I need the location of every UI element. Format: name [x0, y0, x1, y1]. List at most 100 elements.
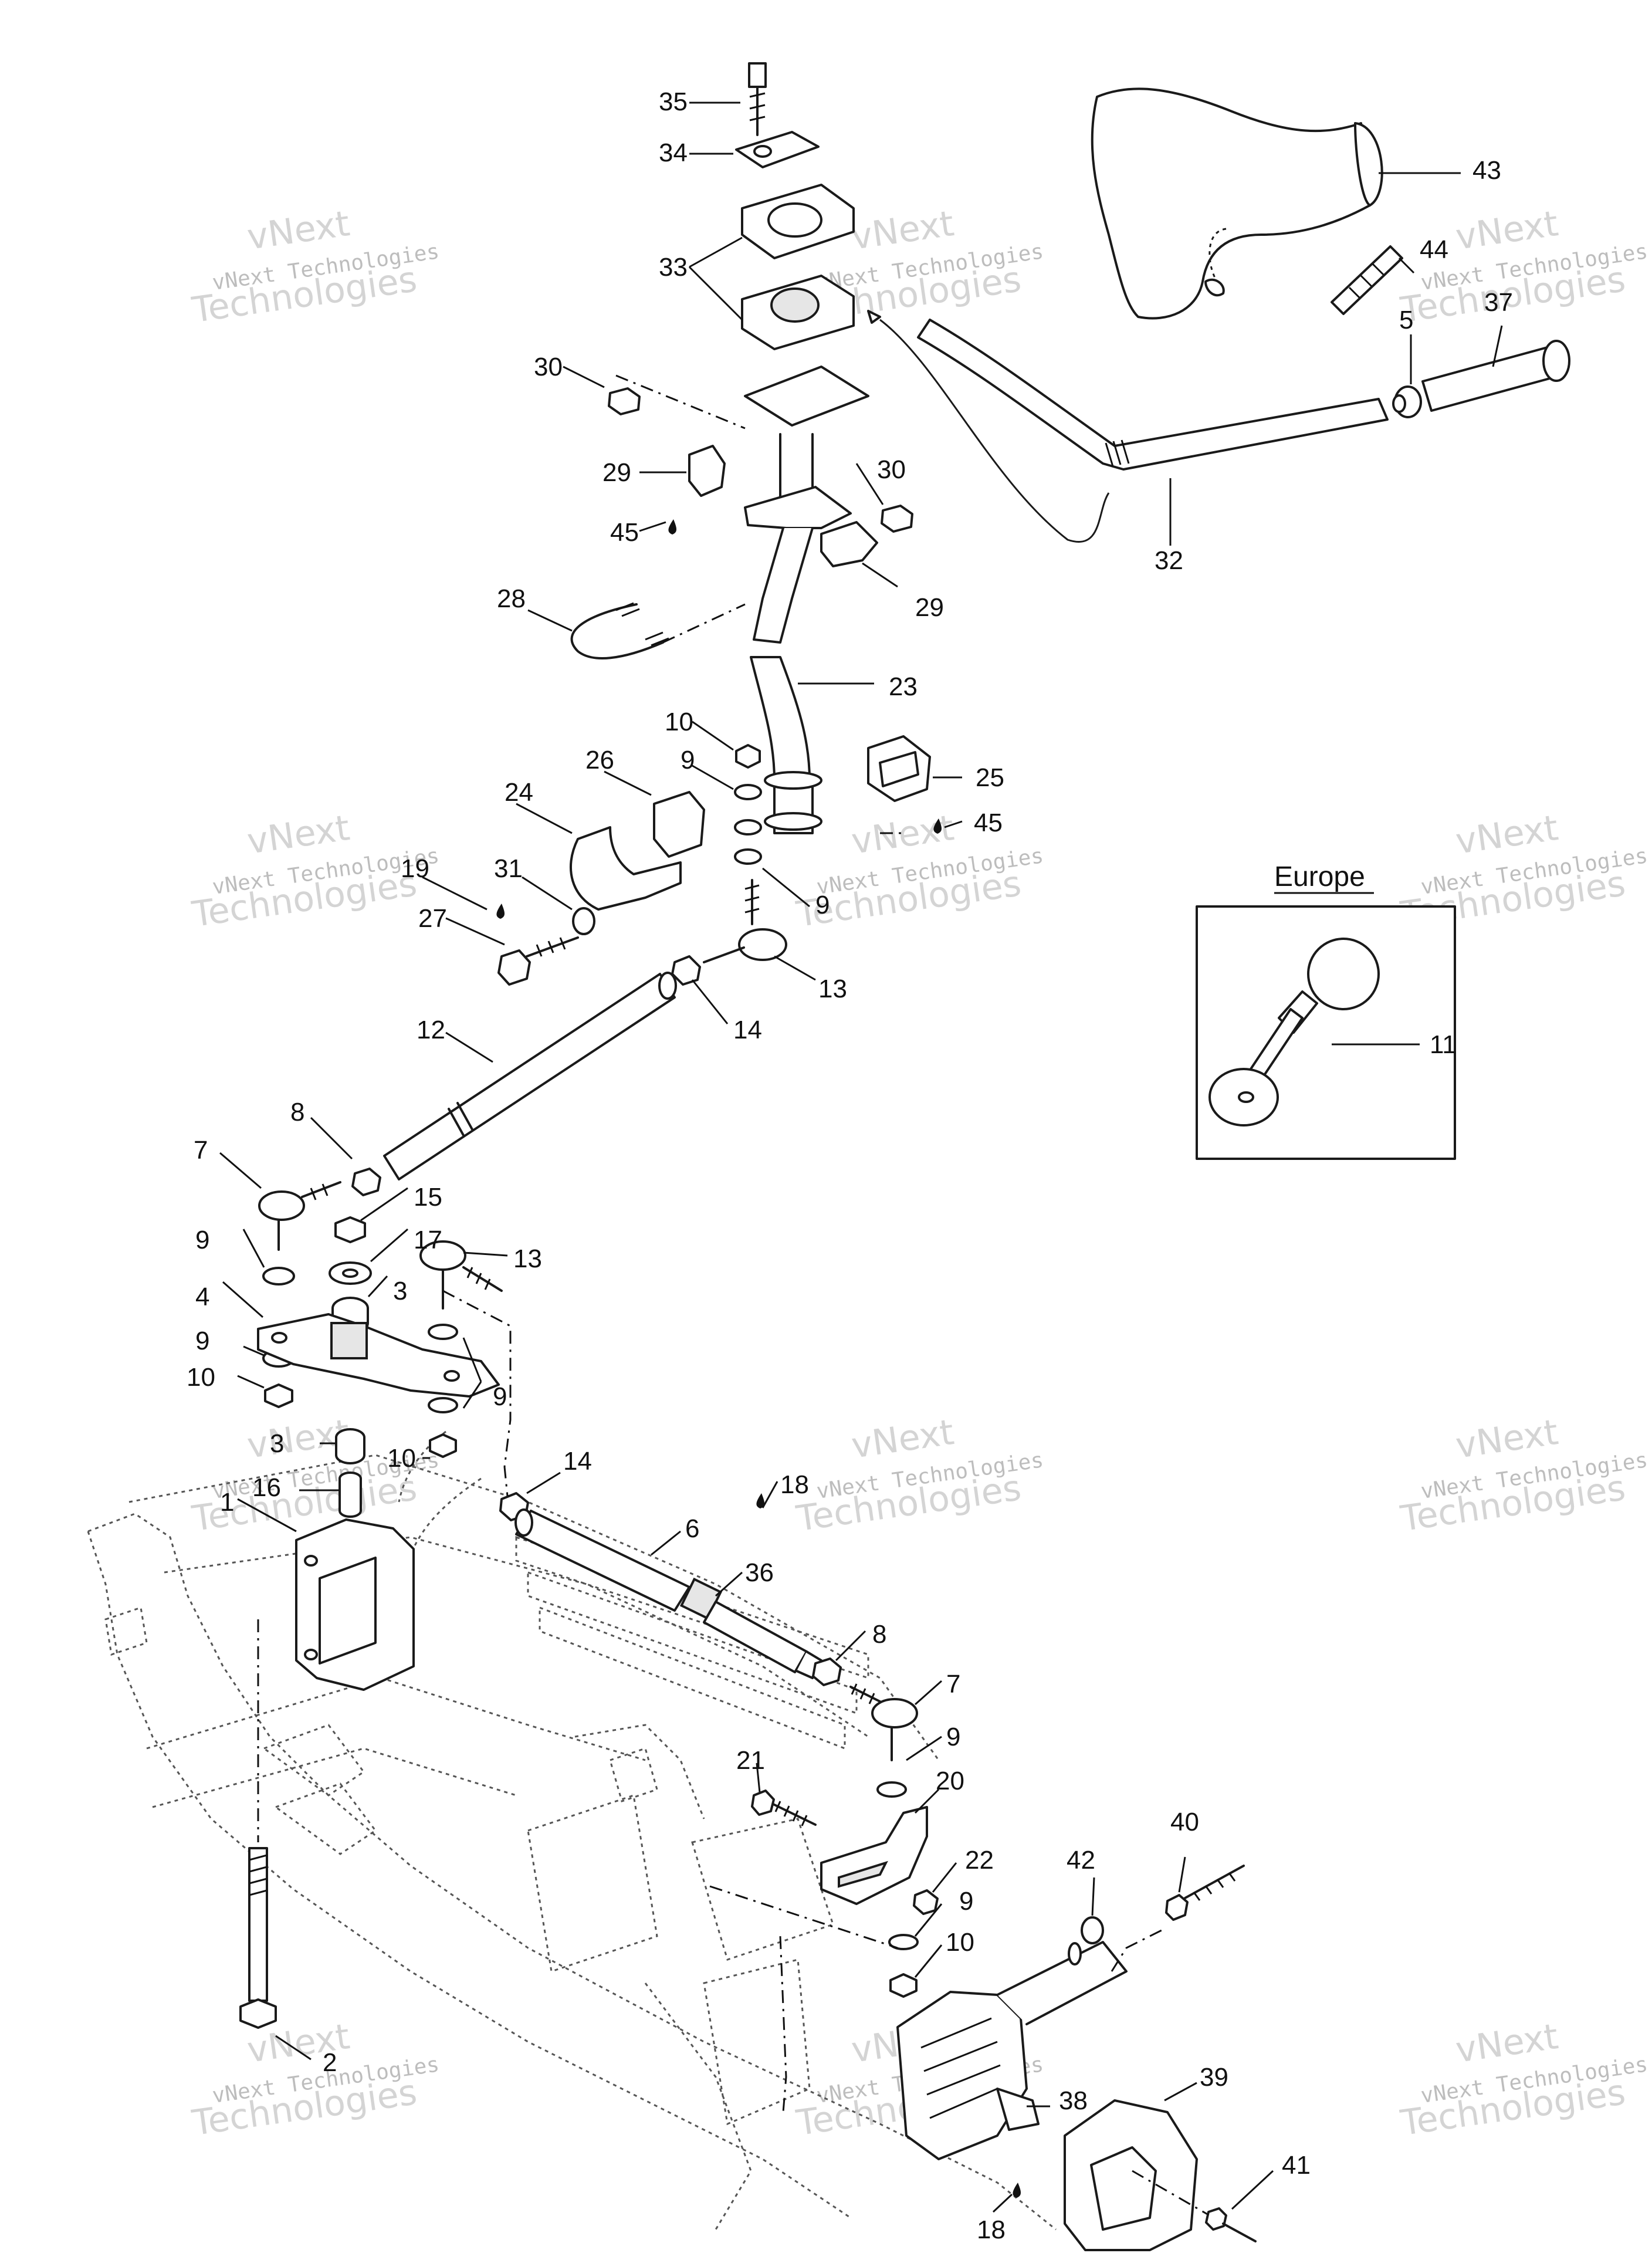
handlebar-32 [867, 310, 1389, 543]
callout: 31 [494, 854, 523, 883]
callout: 20 [936, 1767, 964, 1795]
callout: 15 [414, 1183, 442, 1212]
pin-16 [338, 1471, 362, 1518]
callout: 19 [401, 854, 429, 883]
nut-8-upper [351, 1168, 381, 1196]
watermark: vNext vNext Technologies Technologies [1397, 203, 1649, 331]
watermark: vNext vNext Technologies Technologies [189, 203, 441, 331]
screw-40 [1165, 1865, 1245, 1921]
callout: 33 [659, 253, 688, 282]
callout: 25 [976, 763, 1004, 792]
nut-8-lower [812, 1657, 842, 1686]
leader-lines [219, 102, 1503, 2213]
washer-17 [329, 1261, 372, 1285]
callout: 35 [659, 87, 688, 116]
grip-37 [1421, 340, 1570, 412]
callout: 14 [733, 1016, 762, 1044]
clamp-33 [741, 184, 855, 350]
svg-text:vNext: vNext [245, 203, 352, 258]
callout: 2 [323, 2048, 337, 2077]
svg-text:vNext: vNext [849, 807, 956, 862]
washer-31 [572, 907, 595, 935]
callout: 9 [195, 1327, 209, 1355]
assembly-line [615, 374, 746, 429]
cover-43 [1091, 87, 1383, 320]
callout: 37 [1484, 288, 1513, 317]
bushing-29-left [688, 445, 726, 497]
lever-20 [820, 1806, 928, 1905]
assembly-line [662, 603, 746, 644]
callout: 39 [1200, 2063, 1228, 2092]
callout: 30 [534, 353, 563, 381]
callout: 5 [1399, 306, 1413, 334]
svg-text:vNext: vNext [245, 807, 352, 862]
callout: 18 [780, 1470, 809, 1499]
callout: 8 [290, 1098, 304, 1126]
screw-41 [1205, 2207, 1257, 2242]
callout: 4 [195, 1283, 209, 1311]
callout: 26 [585, 746, 614, 774]
callout: 6 [685, 1514, 699, 1543]
svg-text:vNext: vNext [849, 203, 956, 258]
drop-icon [496, 904, 505, 919]
watermark: vNext vNext Technologies Technologies [189, 2016, 441, 2144]
europe-inset: Europe [1196, 861, 1456, 1160]
bushing-29-right [820, 521, 878, 567]
callout: 29 [602, 458, 631, 487]
watermark: vNext vNext Technologies Technologies [1397, 2016, 1649, 2144]
callout: 11 [1430, 1030, 1457, 1059]
callout: 34 [659, 138, 688, 167]
drop-icon [933, 818, 942, 834]
callout: 14 [563, 1447, 592, 1476]
callout: 38 [1059, 2086, 1088, 2115]
rod-12 [383, 972, 677, 1180]
callout: 3 [270, 1429, 284, 1458]
callout: 40 [1170, 1808, 1199, 1836]
drop-icon [668, 519, 676, 535]
callout: 28 [497, 584, 526, 613]
callout: 16 [252, 1473, 281, 1502]
steering-column-23 [744, 366, 869, 834]
clamp-24 [569, 826, 682, 911]
callout: 1 [220, 1488, 234, 1517]
callout: 13 [818, 975, 847, 1003]
callout: 27 [418, 904, 447, 933]
callout: 30 [877, 455, 906, 484]
callout-numbers: 35 34 33 30 30 29 45 29 28 23 10 9 25 45… [187, 87, 1513, 2244]
nut-30 [608, 387, 913, 533]
screw-21 [751, 1789, 817, 1826]
svg-text:vNext: vNext [1453, 1412, 1560, 1467]
parts: Europe [239, 62, 1570, 2251]
callout: 44 [1420, 235, 1448, 264]
callout: 36 [745, 1558, 774, 1587]
callout: 8 [872, 1620, 886, 1649]
callout: 45 [610, 518, 639, 547]
inset-title: Europe [1274, 861, 1365, 892]
washer-42 [1081, 1916, 1104, 1944]
spacer-3-lower [335, 1428, 365, 1464]
ball-joint-7-lower [849, 1683, 918, 1798]
ball-joint-7-upper [258, 1181, 341, 1251]
callout: 24 [505, 778, 533, 807]
callout: 22 [965, 1846, 994, 1875]
callout: 43 [1472, 156, 1501, 185]
assembly-line [779, 1936, 787, 2113]
callout: 32 [1155, 546, 1183, 575]
callout: 9 [195, 1226, 209, 1254]
strap-44 [1331, 245, 1403, 315]
watermark: vNext vNext Technologies Technologies [793, 1412, 1045, 1540]
plate-34 [735, 131, 820, 168]
svg-text:vNext: vNext [1453, 807, 1560, 862]
callout: 7 [946, 1670, 960, 1699]
assembly-line [1111, 1929, 1162, 1972]
washer-stack-column [734, 744, 762, 865]
shaft-6 [514, 1508, 822, 1679]
callout: 10 [946, 1928, 974, 1957]
watermark: vNext vNext Technologies Technologies [1397, 1412, 1649, 1540]
callout: 9 [493, 1382, 507, 1411]
bolt-2 [239, 1847, 277, 2029]
washer-stack-lower-right [888, 1934, 919, 1998]
callout: 18 [977, 2215, 1006, 2244]
bracket-25 [867, 735, 931, 802]
washer-5 [1392, 385, 1422, 418]
